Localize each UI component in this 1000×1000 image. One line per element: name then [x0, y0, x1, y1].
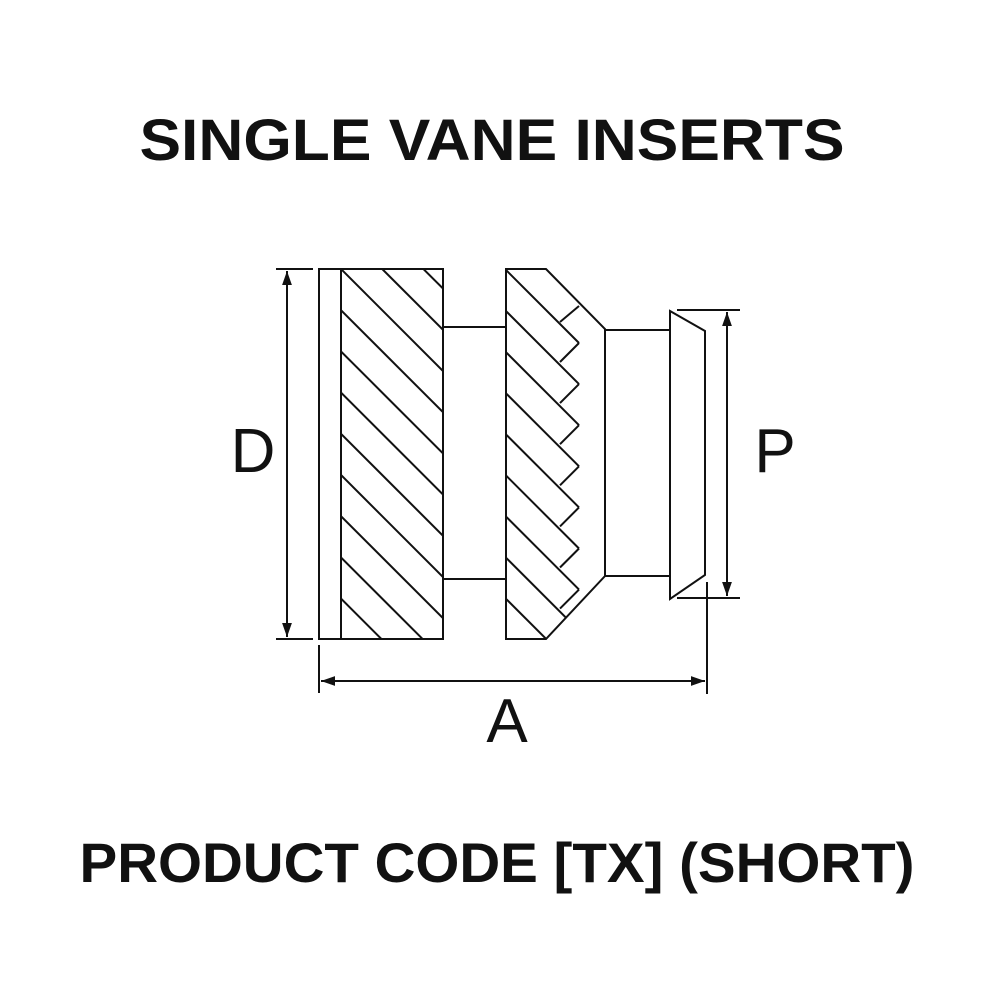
- thread-tooth-line: [559, 383, 580, 404]
- thread-tooth-line: [559, 342, 580, 363]
- hatch-line: [341, 474, 443, 578]
- dimension-a: A: [318, 582, 708, 756]
- hatch-line: [341, 597, 383, 639]
- thread-line: [506, 351, 580, 426]
- thread-line: [506, 392, 580, 468]
- dimension-p: P: [677, 309, 796, 599]
- thread-line: [506, 556, 601, 639]
- thread-tooth-line: [559, 465, 580, 487]
- dimension-d-label: D: [231, 417, 276, 486]
- title: SINGLE VANE INSERTS: [140, 108, 845, 173]
- hatch-line: [341, 269, 443, 372]
- thread-tooth-line: [559, 424, 580, 445]
- thread-tooth-line: [559, 547, 580, 569]
- left-knurl-section: [318, 268, 444, 742]
- dimension-a-label: A: [486, 687, 528, 756]
- thread-line: [506, 598, 601, 639]
- hatch-line: [341, 640, 443, 742]
- thread-line: [506, 269, 580, 344]
- hatch-line: [341, 433, 443, 537]
- hatch-line: [380, 269, 443, 331]
- hatch-line: [341, 350, 443, 455]
- hatch-line: [341, 391, 443, 496]
- thread-line: [506, 433, 580, 509]
- dimension-d: D: [231, 268, 313, 640]
- thread-line: [506, 474, 580, 550]
- thread-tooth-line: [559, 506, 580, 528]
- hatch-line: [341, 556, 425, 639]
- thread-line: [506, 515, 580, 591]
- thread-line: [506, 310, 580, 385]
- vane-section: [505, 268, 606, 640]
- thread-tooth-line: [559, 588, 580, 610]
- product-code: PRODUCT CODE [TX] (SHORT): [80, 831, 915, 894]
- pilot: [605, 309, 706, 601]
- dimension-p-label: P: [754, 417, 795, 486]
- neck: [443, 326, 506, 580]
- hatch-line: [341, 515, 443, 619]
- hatch-line: [341, 309, 443, 413]
- hatch-line: [421, 269, 443, 290]
